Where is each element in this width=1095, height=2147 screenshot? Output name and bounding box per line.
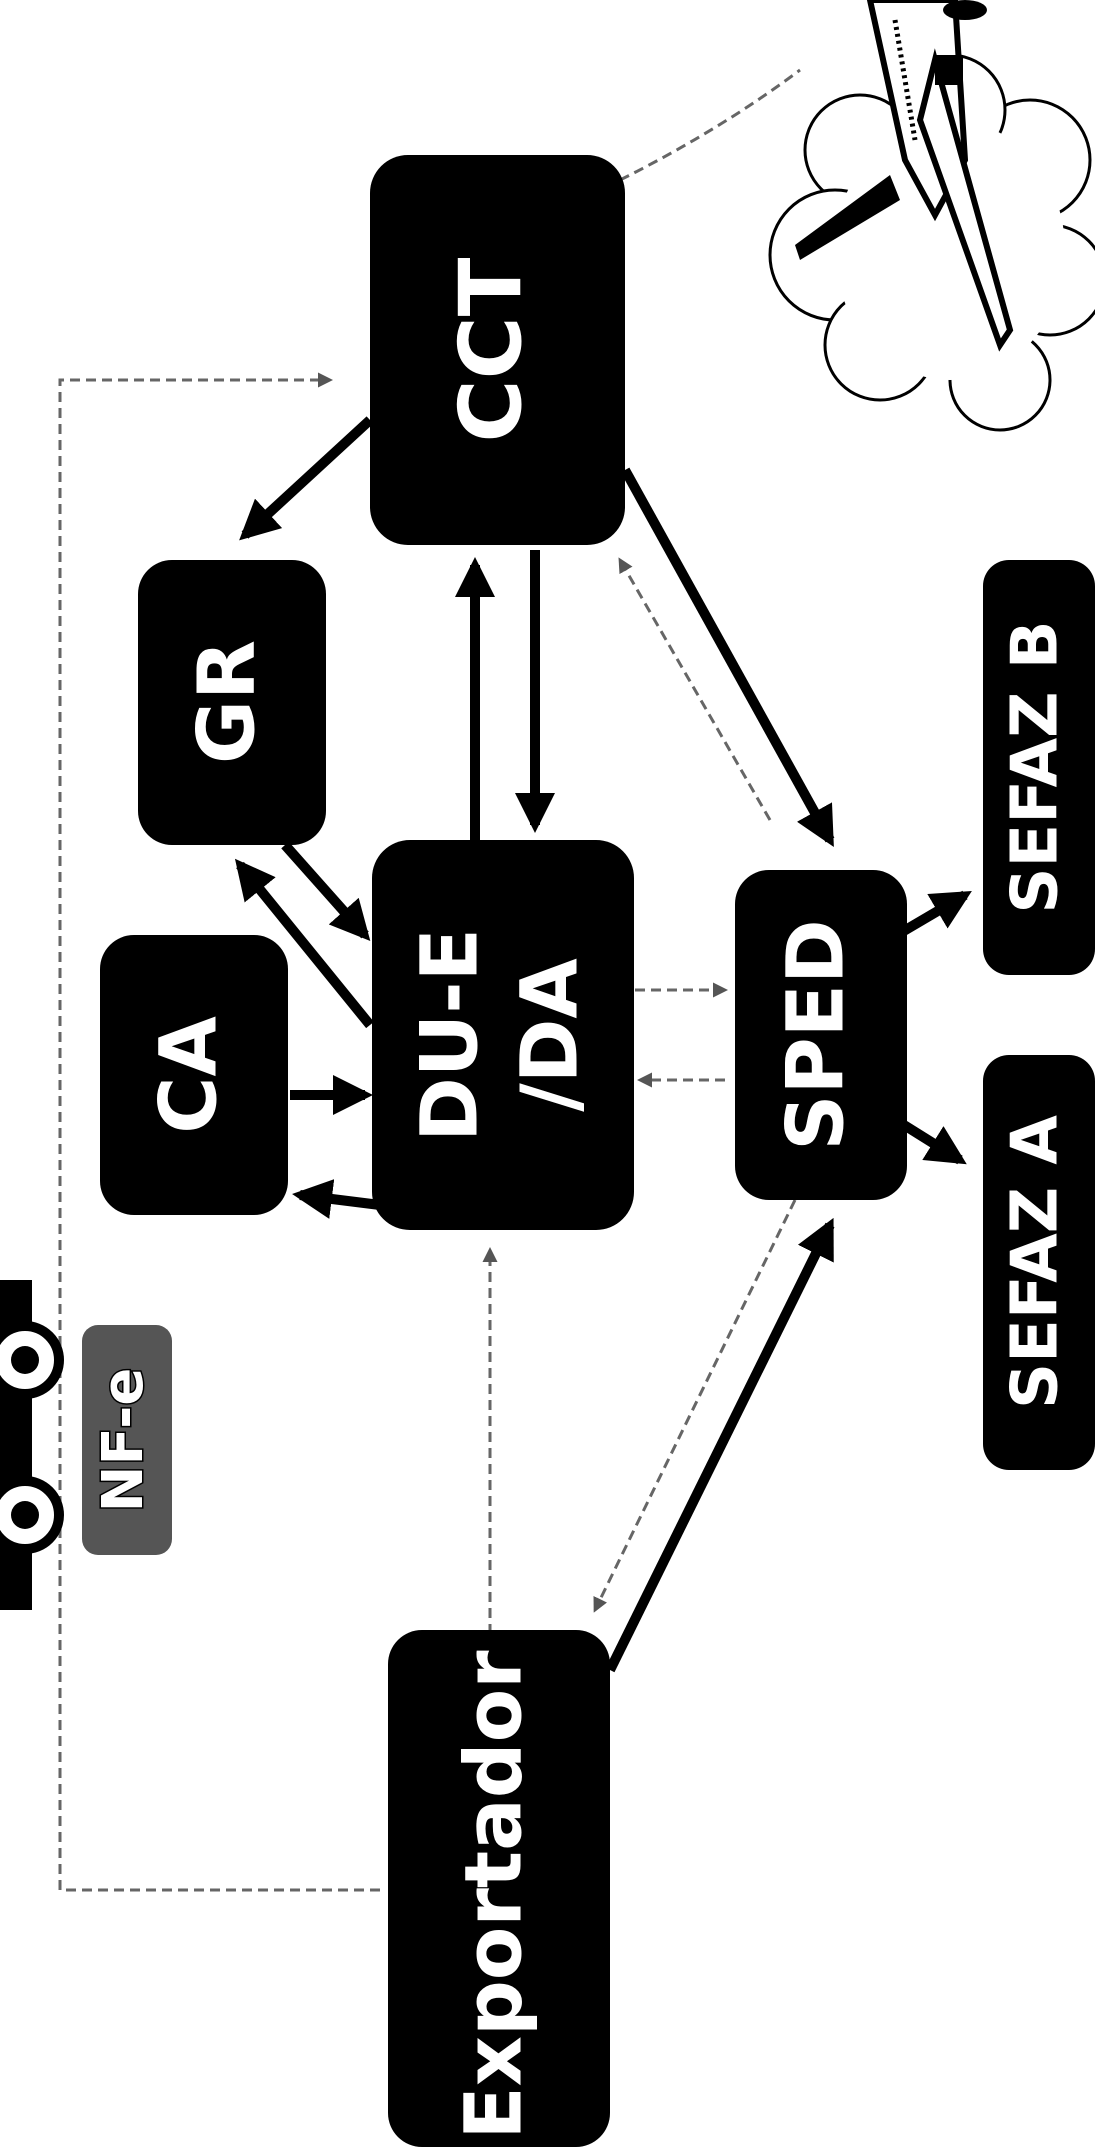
node-ca: CA: [100, 935, 288, 1215]
node-sefaz-b: SEFAZ B: [983, 560, 1095, 975]
node-due-da: DU-E /DA: [372, 840, 634, 1230]
node-label-sefaz-a: SEFAZ A: [999, 1115, 1073, 1409]
cct-to-sped-arrow: [620, 467, 835, 847]
exportador-to-cct-dashed-line: [58, 372, 380, 1892]
nfe-badge: NF-e: [82, 1325, 172, 1555]
node-sped: SPED: [735, 870, 907, 1200]
due-da-to-ca-arrow: [292, 1179, 381, 1219]
nfe-badge-label: NF-e: [91, 1368, 156, 1513]
node-label-gr: GR: [182, 640, 272, 764]
sped-to-cct-dashed-line: [618, 557, 772, 821]
sped-to-exportador-dashed-line: [593, 1199, 797, 1613]
solid-connectors: [234, 416, 972, 1673]
node-label-due-da-line2: /DA: [505, 958, 595, 1112]
airplane-icon: [795, 0, 1014, 352]
gr-to-due-da-arrow: [281, 841, 371, 941]
exportador-to-sped-arrow: [605, 1217, 835, 1673]
dashed-connectors: [58, 68, 801, 1892]
cct-to-gr-arrow: [239, 416, 374, 541]
node-label-ca: CA: [144, 1016, 234, 1134]
node-exportador: Exportador: [388, 1630, 610, 2147]
node-label-sped: SPED: [771, 919, 861, 1150]
cct-to-airplane-dashed-line: [619, 68, 801, 182]
node-gr: GR: [138, 560, 326, 845]
node-label-sefaz-b: SEFAZ B: [999, 620, 1073, 913]
node-label-due-da-line1: DU-E: [405, 928, 495, 1142]
due-da-to-gr-arrow: [234, 858, 374, 1029]
node-sefaz-a: SEFAZ A: [983, 1055, 1095, 1470]
truck-icon: [0, 1280, 64, 1610]
node-cct: CCT: [370, 155, 625, 545]
node-label-cct: CCT: [441, 257, 541, 442]
node-label-exportador: Exportador: [449, 1650, 539, 2140]
